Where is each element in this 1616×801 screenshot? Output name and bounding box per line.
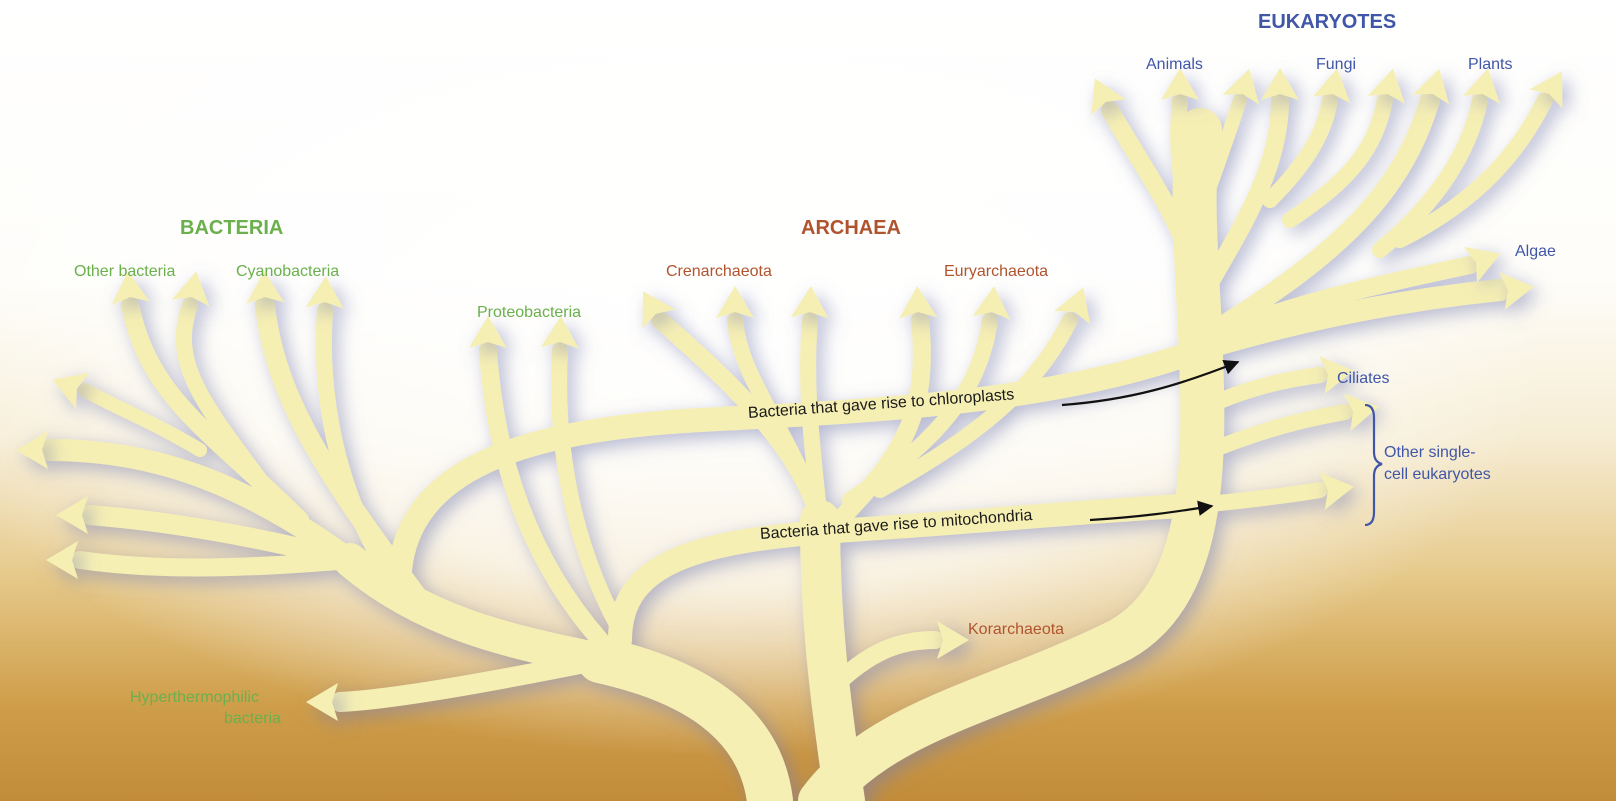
tree-branches — [50, 100, 1545, 801]
euryarchaeota-head-3 — [1054, 281, 1101, 324]
label-ciliates: Ciliates — [1337, 369, 1389, 388]
label-crenarchaeota: Crenarchaeota — [666, 262, 772, 281]
archaea-header: ARCHAEA — [801, 216, 901, 240]
label-other-single-1: Other single- — [1384, 443, 1476, 462]
label-korarchaeota: Korarchaeota — [968, 620, 1064, 639]
eukaryotes-header: EUKARYOTES — [1258, 10, 1396, 34]
proteobacteria-branch-1 — [488, 350, 600, 640]
label-euryarchaeota: Euryarchaeota — [944, 262, 1048, 281]
trunk-left-limb — [600, 660, 770, 801]
bacteria-branch-c — [80, 560, 350, 568]
label-hyperthermophilic-2: bacteria — [224, 709, 281, 728]
label-animals: Animals — [1146, 55, 1203, 74]
label-hyperthermophilic-1: Hyperthermophilic — [130, 688, 259, 707]
branch-arrowheads — [16, 62, 1578, 721]
label-algae: Algae — [1515, 242, 1556, 261]
label-proteobacteria: Proteobacteria — [477, 303, 581, 322]
bacteria-header: BACTERIA — [180, 216, 283, 240]
hyperthermophilic-branch — [340, 660, 600, 702]
label-plants: Plants — [1468, 55, 1512, 74]
label-fungi: Fungi — [1316, 55, 1356, 74]
single-cell-bracket — [1365, 405, 1382, 525]
label-other-bacteria: Other bacteria — [74, 262, 175, 281]
euryarchaeota-branch-1 — [820, 320, 922, 540]
label-cyanobacteria: Cyanobacteria — [236, 262, 339, 281]
label-other-single-2: cell eukaryotes — [1384, 465, 1491, 484]
